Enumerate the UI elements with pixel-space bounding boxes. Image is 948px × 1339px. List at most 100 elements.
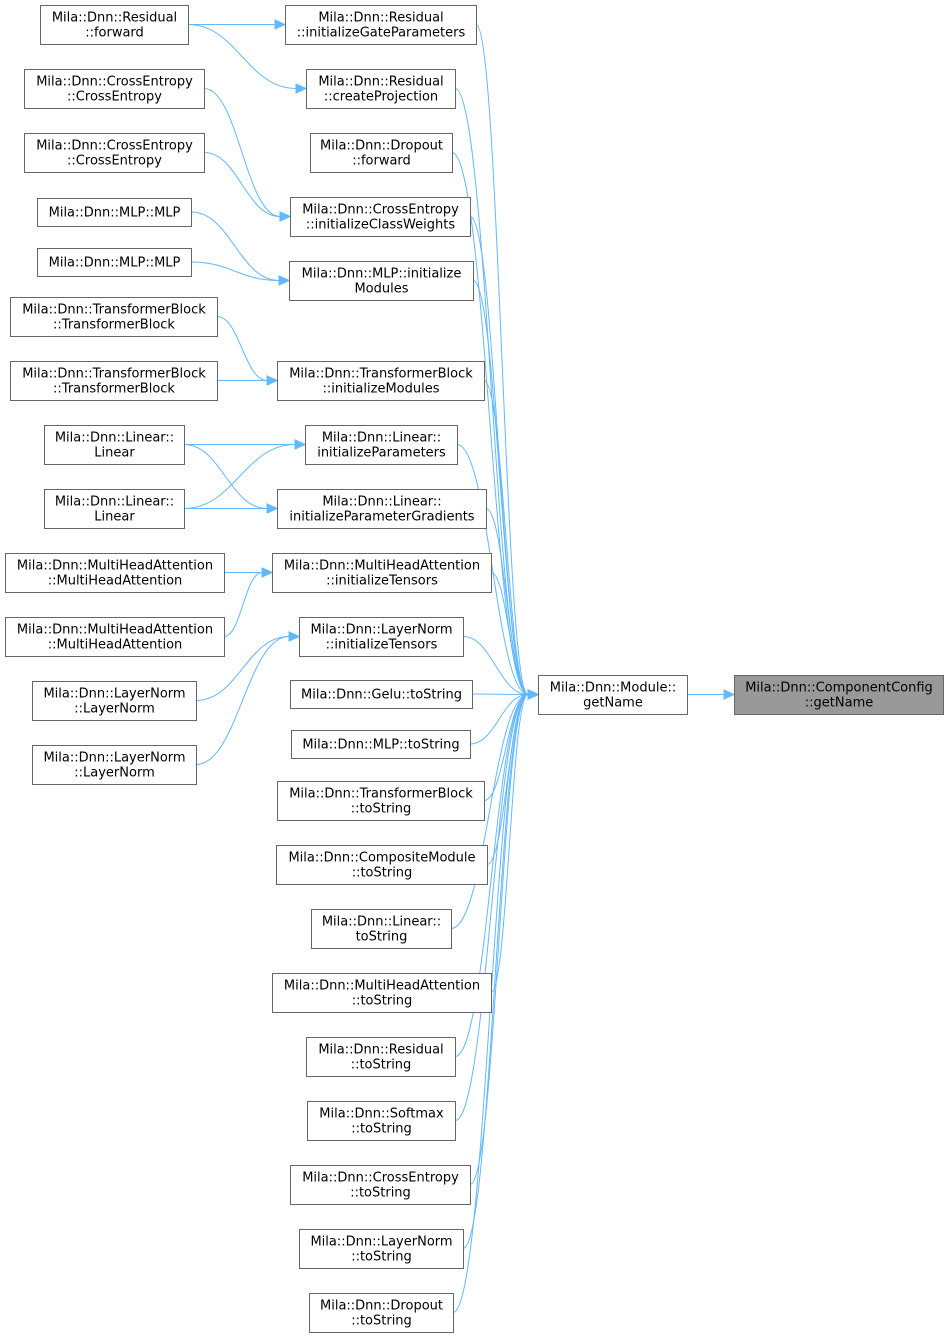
- edge-line: [490, 572, 529, 695]
- node-label: Mila::Dnn::TransformerBlock: [22, 367, 206, 382]
- node-mila-dnn-componentconfig-getname[interactable]: Mila::Dnn::ComponentConfig::getName: [734, 675, 944, 715]
- edge-n20-to-n1: [469, 689, 540, 1185]
- node-mila-dnn-multiheadattention-initializetensors[interactable]: Mila::Dnn::MultiHeadAttention::initializ…: [272, 553, 492, 593]
- node-box: [306, 1037, 456, 1077]
- node-mila-dnn-linear-linear[interactable]: Mila::Dnn::Linear::Linear: [44, 425, 185, 465]
- edge-n5-to-n1: [469, 216, 540, 700]
- node-label: ::toString: [350, 1186, 411, 1201]
- edge-arrowhead-icon: [266, 375, 279, 386]
- node-label: ::toString: [351, 1122, 412, 1137]
- node-label: Mila::Dnn::CrossEntropy: [36, 75, 193, 90]
- node-label: Mila::Dnn::MultiHeadAttention: [284, 979, 480, 994]
- node-mila-dnn-residual-forward[interactable]: Mila::Dnn::Residual::forward: [40, 5, 189, 45]
- node-mila-dnn-multiheadattention-multiheadattention[interactable]: Mila::Dnn::MultiHeadAttention::MultiHead…: [5, 617, 225, 657]
- node-mila-dnn-linear-initializeparametergradients[interactable]: Mila::Dnn::Linear::initializeParameterGr…: [277, 489, 487, 529]
- node-label: ::toString: [352, 994, 413, 1009]
- node-mila-dnn-multiheadattention-multiheadattention[interactable]: Mila::Dnn::MultiHeadAttention::MultiHead…: [5, 553, 225, 593]
- call-nodes: Mila::Dnn::ComponentConfig::getNameMila:…: [5, 5, 944, 1333]
- node-mila-dnn-compositemodule-tostring[interactable]: Mila::Dnn::CompositeModule::toString: [276, 845, 488, 885]
- edge-n14-to-n1: [483, 689, 540, 801]
- node-label: ::createProjection: [324, 90, 438, 105]
- node-mila-dnn-crossentropy-initializeclassweights[interactable]: Mila::Dnn::CrossEntropy::initializeClass…: [290, 197, 471, 237]
- edge-n33-to-n10: [223, 567, 274, 637]
- node-box: [299, 1229, 464, 1269]
- node-mila-dnn-multiheadattention-tostring[interactable]: Mila::Dnn::MultiHeadAttention::toString: [272, 973, 492, 1013]
- node-label: ::initializeGateParameters: [297, 26, 466, 41]
- node-label: ::TransformerBlock: [53, 318, 175, 333]
- node-mila-dnn-residual-createprojection[interactable]: Mila::Dnn::Residual::createProjection: [306, 69, 456, 109]
- node-mila-dnn-dropout-tostring[interactable]: Mila::Dnn::Dropout::toString: [309, 1293, 454, 1333]
- edge-line: [223, 572, 263, 637]
- node-label: Mila::Dnn::Dropout: [320, 1299, 443, 1314]
- node-mila-dnn-module-getname[interactable]: Mila::Dnn::Module::getName: [538, 675, 688, 715]
- edge-arrowhead-icon: [295, 83, 308, 94]
- node-mila-dnn-mlp-mlp[interactable]: Mila::Dnn::MLP::MLP: [37, 198, 192, 227]
- node-label: ::LayerNorm: [74, 766, 154, 781]
- node-label: Mila::Dnn::Linear::: [322, 431, 441, 446]
- node-label: ::forward: [85, 26, 144, 41]
- node-mila-dnn-layernorm-initializetensors[interactable]: Mila::Dnn::LayerNorm::initializeTensors: [299, 617, 464, 657]
- node-box: [40, 5, 189, 45]
- node-mila-dnn-transformerblock-tostring[interactable]: Mila::Dnn::TransformerBlock::toString: [277, 781, 485, 821]
- edge-line: [469, 694, 529, 1185]
- node-mila-dnn-crossentropy-tostring[interactable]: Mila::Dnn::CrossEntropy::toString: [290, 1165, 471, 1205]
- node-mila-dnn-softmax-tostring[interactable]: Mila::Dnn::Softmax::toString: [307, 1101, 456, 1141]
- node-box: [37, 248, 192, 277]
- node-label: ::forward: [352, 154, 411, 169]
- node-mila-dnn-crossentropy-crossentropy[interactable]: Mila::Dnn::CrossEntropy::CrossEntropy: [24, 133, 205, 173]
- node-mila-dnn-transformerblock-transformerblock[interactable]: Mila::Dnn::TransformerBlock::Transformer…: [10, 297, 218, 337]
- edge-n1-to-n0: [686, 689, 736, 700]
- node-mila-dnn-crossentropy-crossentropy[interactable]: Mila::Dnn::CrossEntropy::CrossEntropy: [24, 69, 205, 109]
- node-mila-dnn-transformerblock-transformerblock[interactable]: Mila::Dnn::TransformerBlock::Transformer…: [10, 361, 218, 401]
- node-label: ::initializeTensors: [326, 574, 438, 589]
- edge-n26-to-n6: [190, 211, 291, 286]
- edge-line: [190, 261, 280, 281]
- edge-n31-to-n8: [183, 439, 307, 509]
- node-mila-dnn-mlp-mlp[interactable]: Mila::Dnn::MLP::MLP: [37, 248, 192, 277]
- node-label: Mila::Dnn::TransformerBlock: [289, 367, 473, 382]
- node-mila-dnn-gelu-tostring[interactable]: Mila::Dnn::Gelu::toString: [290, 680, 473, 709]
- node-box: [734, 675, 944, 715]
- node-mila-dnn-dropout-forward[interactable]: Mila::Dnn::Dropout::forward: [310, 133, 453, 173]
- node-mila-dnn-layernorm-layernorm[interactable]: Mila::Dnn::LayerNorm::LayerNorm: [32, 681, 197, 721]
- node-label: Mila::Dnn::Residual: [52, 11, 177, 26]
- node-mila-dnn-mlp-initializemodules[interactable]: Mila::Dnn::MLP::initializeModules: [289, 261, 474, 301]
- node-box: [290, 1165, 471, 1205]
- node-label: Mila::Dnn::MultiHeadAttention: [17, 559, 213, 574]
- node-mila-dnn-transformerblock-initializemodules[interactable]: Mila::Dnn::TransformerBlock::initializeM…: [277, 361, 485, 401]
- node-box: [10, 297, 218, 337]
- call-edges: [183, 19, 736, 1313]
- node-mila-dnn-layernorm-tostring[interactable]: Mila::Dnn::LayerNorm::toString: [299, 1229, 464, 1269]
- node-label: Mila::Dnn::Softmax: [319, 1107, 444, 1122]
- node-label: Mila::Dnn::CrossEntropy: [302, 203, 459, 218]
- node-box: [32, 745, 197, 785]
- node-mila-dnn-layernorm-layernorm[interactable]: Mila::Dnn::LayerNorm::LayerNorm: [32, 745, 197, 785]
- node-label: getName: [583, 696, 643, 711]
- edge-n28-to-n7: [216, 316, 279, 386]
- node-box: [276, 845, 488, 885]
- node-label: Mila::Dnn::Linear::: [322, 495, 441, 510]
- node-mila-dnn-linear-tostring[interactable]: Mila::Dnn::Linear::toString: [311, 909, 452, 949]
- node-box: [32, 681, 197, 721]
- edge-n7-to-n1: [483, 380, 540, 700]
- node-label: ::getName: [805, 696, 873, 711]
- node-box: [289, 261, 474, 301]
- node-label: Mila::Dnn::MLP::MLP: [49, 206, 181, 221]
- edge-line: [483, 380, 529, 695]
- edge-n23-to-n3: [187, 24, 308, 94]
- edge-n31-to-n9: [183, 503, 279, 514]
- node-label: Mila::Dnn::LayerNorm: [310, 623, 452, 638]
- node-box: [307, 1101, 456, 1141]
- node-mila-dnn-residual-tostring[interactable]: Mila::Dnn::Residual::toString: [306, 1037, 456, 1077]
- node-mila-dnn-linear-initializeparameters[interactable]: Mila::Dnn::Linear::initializeParameters: [305, 425, 458, 465]
- node-box: [5, 553, 225, 593]
- node-box: [538, 675, 688, 715]
- node-mila-dnn-linear-linear[interactable]: Mila::Dnn::Linear::Linear: [44, 489, 185, 529]
- node-label: ::toString: [351, 1314, 412, 1329]
- node-mila-dnn-residual-initializegateparameters[interactable]: Mila::Dnn::Residual::initializeGateParam…: [285, 5, 477, 45]
- node-label: Mila::Dnn::MLP::MLP: [49, 256, 181, 271]
- edge-arrowhead-icon: [278, 275, 291, 286]
- node-label: ::toString: [351, 802, 412, 817]
- node-mila-dnn-mlp-tostring[interactable]: Mila::Dnn::MLP::toString: [291, 730, 471, 759]
- edge-line: [190, 211, 280, 281]
